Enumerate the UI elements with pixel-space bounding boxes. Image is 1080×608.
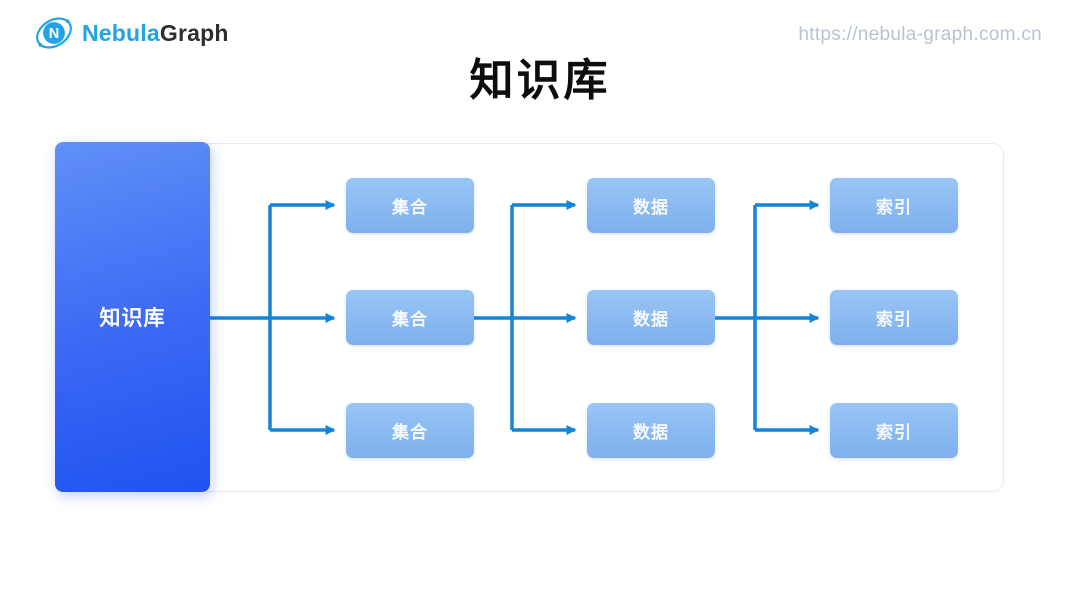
node-data-2: 数据 [587,290,715,345]
nebulagraph-logo: N Nebula Graph [34,13,229,53]
node-collection-1: 集合 [346,178,474,233]
node-label: 数据 [633,198,669,217]
node-label: 索引 [876,423,912,442]
node-label: 集合 [392,423,428,442]
node-label: 集合 [392,198,428,217]
root-node-knowledge-base: 知识库 [55,142,210,492]
site-url: https://nebula-graph.com.cn [798,24,1042,45]
page-title: 知识库 [469,56,611,105]
node-label: 数据 [633,423,669,442]
nebula-logo-icon: N [34,13,74,53]
svg-text:N: N [49,26,60,42]
node-collection-3: 集合 [346,403,474,458]
node-label: 索引 [876,198,912,217]
node-index-2: 索引 [830,290,958,345]
node-data-1: 数据 [587,178,715,233]
brand-primary: Nebula [82,19,160,46]
node-index-1: 索引 [830,178,958,233]
node-data-3: 数据 [587,403,715,458]
node-label: 集合 [392,310,428,329]
node-label: 索引 [876,310,912,329]
node-label: 数据 [633,310,669,329]
brand-wordmark: Nebula Graph [82,20,229,47]
header: N Nebula Graph https://nebula-graph.com.… [0,0,1080,64]
brand-secondary: Graph [159,19,229,46]
node-collection-2: 集合 [346,290,474,345]
root-node-label: 知识库 [99,307,166,330]
node-index-3: 索引 [830,403,958,458]
